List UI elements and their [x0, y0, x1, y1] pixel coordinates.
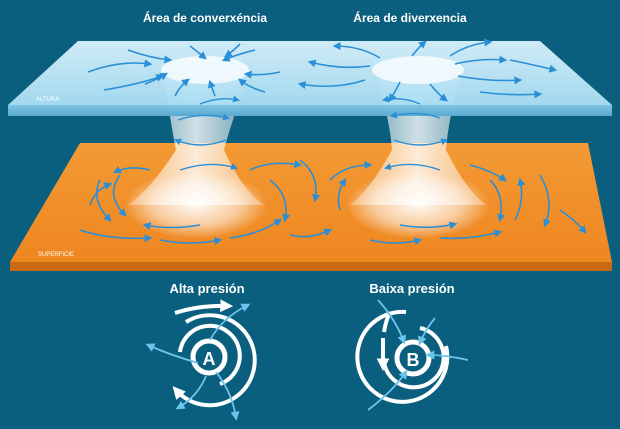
- divergence-label: Área de diverxencia: [353, 10, 467, 25]
- upper-plane-label: ALTURA: [36, 97, 59, 103]
- low-pressure-title: Baixa presión: [369, 281, 454, 296]
- high-pressure-title: Alta presión: [169, 281, 244, 296]
- surface-plane-label: SUPERFICIE: [38, 252, 74, 258]
- low-pressure-symbol: B: [355, 299, 469, 411]
- convergence-label: Área de converxéncia: [143, 10, 267, 25]
- high-pressure-symbol: A: [145, 299, 257, 421]
- funnel-spiral-arrows: [174, 95, 448, 171]
- surface-flow-arrows: [79, 159, 587, 246]
- upper-plane: [8, 41, 612, 116]
- upper-divergence-arrows: [297, 38, 558, 103]
- upper-convergence-arrows: [87, 43, 281, 97]
- high-symbol-letter: A: [203, 349, 216, 369]
- low-symbol-letter: B: [407, 350, 420, 370]
